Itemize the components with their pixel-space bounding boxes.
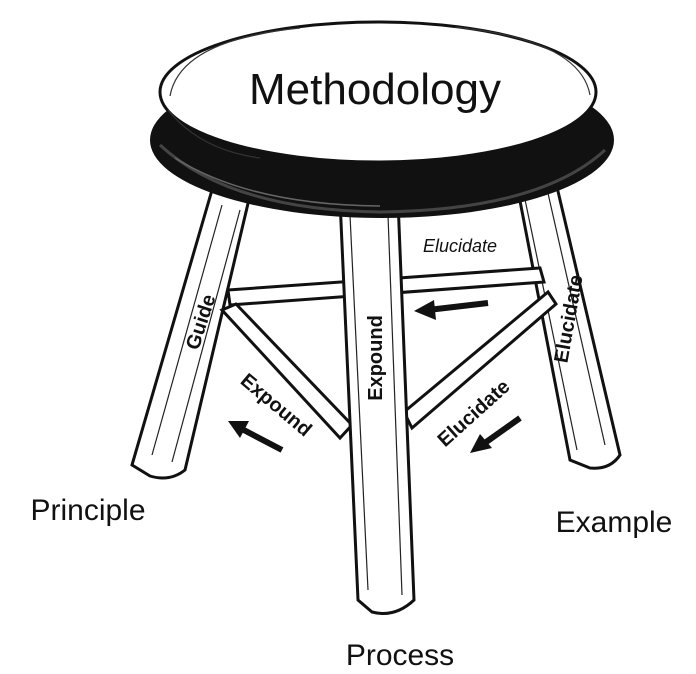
diagram-title: Methodology xyxy=(249,65,501,114)
stool-seat xyxy=(150,20,614,218)
left-leg xyxy=(130,188,252,480)
example-label: Example xyxy=(556,506,673,539)
principle-label: Principle xyxy=(30,494,145,527)
top-right-rung-label: Elucidate xyxy=(423,236,497,256)
process-label: Process xyxy=(346,639,454,672)
center-leg xyxy=(338,198,416,615)
rungs xyxy=(219,266,558,441)
right-rung xyxy=(402,289,558,431)
arrow-right-rung-icon xyxy=(470,415,522,453)
center-leg-label: Expound xyxy=(365,315,387,401)
right-leg xyxy=(513,168,622,470)
arrow-left-rung-icon xyxy=(228,421,284,453)
arrow-back-rung-icon xyxy=(414,300,489,320)
